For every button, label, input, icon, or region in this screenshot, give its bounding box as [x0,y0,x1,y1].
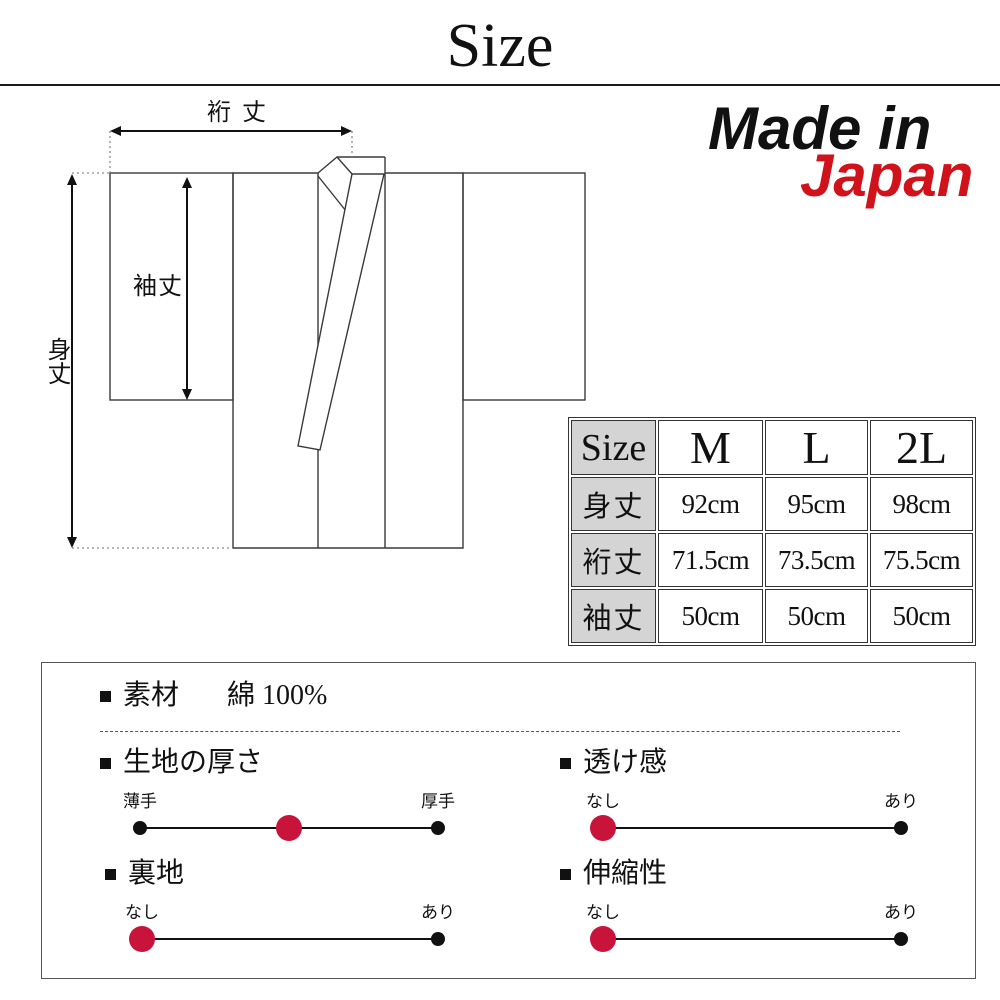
scale-min-label: なし [586,792,620,811]
right-sleeve [462,172,586,401]
material-value: 綿 100% [227,680,328,711]
table-cell: 50cm [658,589,763,643]
table-cell: 50cm [765,589,868,643]
row-label: 身丈 [571,477,656,531]
scale-min-label: なし [125,903,159,922]
collar-band [297,173,385,451]
thickness-heading: 生地の厚さ [100,748,263,778]
table-cell: 98cm [870,477,973,531]
black-dot-icon [431,932,445,946]
table-cell: 95cm [765,477,868,531]
black-dot-icon [894,932,908,946]
table-row: 袖丈 50cm 50cm 50cm [571,589,973,643]
table-header-m: M [658,420,763,475]
table-row: 身丈 92cm 95cm 98cm [571,477,973,531]
black-dot-icon [133,821,147,835]
table-header-row: Size M L 2L [571,420,973,475]
sheerness-heading: 透け感 [560,748,667,778]
yuki-length-label: 裄丈 [207,100,277,126]
row-label: 裄丈 [571,533,656,587]
square-bullet-icon [560,868,571,880]
dashed-divider [100,731,900,732]
red-circle-marker-icon [590,926,616,952]
scale-line [603,827,901,829]
red-circle-marker-icon [129,926,155,952]
table-header-l: L [765,420,868,475]
square-bullet-icon [560,757,571,769]
sheerness-scale: なし あり [573,792,931,844]
red-circle-marker-icon [590,815,616,841]
scale-max-label: 厚手 [421,792,455,811]
scale-min-label: 薄手 [123,792,157,811]
lining-label: 裏地 [128,858,185,889]
thickness-scale: 薄手 厚手 [110,792,468,844]
made-in-text: Made in [708,95,932,162]
scale-max-label: あり [421,903,455,922]
table-cell: 50cm [870,589,973,643]
spec-panel: 素材 綿 100% 生地の厚さ 透け感 裏地 伸縮性 薄手 厚手 [41,662,976,979]
scale-max-label: あり [884,903,918,922]
lining-heading: 裏地 [105,859,184,889]
japan-text: Japan [800,142,974,209]
title-divider [0,84,1000,86]
size-table: Size M L 2L 身丈 92cm 95cm 98cm 裄丈 71.5cm … [568,417,976,646]
sheerness-label: 透け感 [583,747,668,778]
table-header-size: Size [571,420,656,475]
body-length-label: 身丈 [43,337,69,385]
sleeve-length-arrow [182,177,192,400]
table-row: 裄丈 71.5cm 73.5cm 75.5cm [571,533,973,587]
yuki-length-arrow [110,126,352,136]
scale-line [603,938,901,940]
red-circle-marker-icon [276,815,302,841]
square-bullet-icon [100,690,111,702]
neckline [317,156,385,175]
page-title: Size [446,12,554,80]
stretch-label: 伸縮性 [583,858,668,889]
dimension-guides [72,131,353,549]
scale-max-label: あり [884,792,918,811]
table-cell: 71.5cm [658,533,763,587]
kimono-diagram [67,126,586,549]
lining-scale: なし あり [112,903,468,955]
material-line: 素材 綿 100% [100,681,327,711]
table-header-2l: 2L [870,420,973,475]
stretch-heading: 伸縮性 [560,859,667,889]
black-dot-icon [894,821,908,835]
table-cell: 73.5cm [765,533,868,587]
under-collar [317,175,347,212]
body-panel [232,172,464,549]
square-bullet-icon [100,757,111,769]
thickness-label: 生地の厚さ [123,747,264,778]
scale-min-label: なし [586,903,620,922]
sleeve-length-label: 袖丈 [133,274,183,300]
scale-line [142,938,438,940]
row-label: 袖丈 [571,589,656,643]
table-cell: 75.5cm [870,533,973,587]
body-length-arrow [67,174,77,548]
square-bullet-icon [105,868,116,880]
material-label: 素材 [123,680,180,711]
stretch-scale: なし あり [573,903,931,955]
garment-outline [109,156,586,549]
table-cell: 92cm [658,477,763,531]
black-dot-icon [431,821,445,835]
